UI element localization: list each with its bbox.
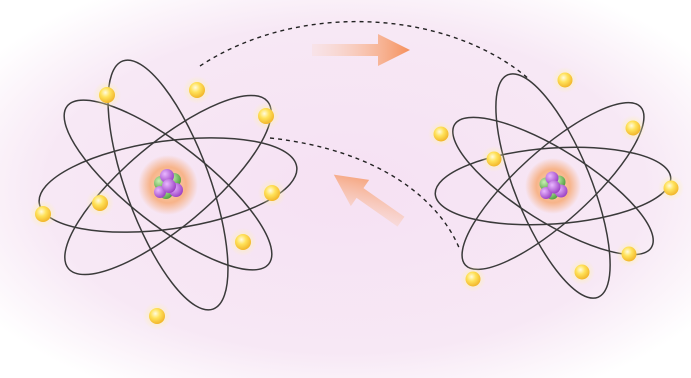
- electron-icon: [86, 189, 114, 217]
- electron-icon: [428, 121, 454, 147]
- electron-icon: [252, 102, 280, 130]
- left-electrons: [29, 76, 286, 330]
- electron-icon: [658, 175, 684, 201]
- electron-icon: [620, 115, 646, 141]
- atom-icon: [434, 73, 672, 299]
- arrow-up-left-icon: [333, 174, 405, 227]
- nucleus-icon: [138, 155, 198, 215]
- electron-icon: [143, 302, 171, 330]
- right-electrons: [428, 67, 684, 292]
- nucleus-icon: [525, 158, 581, 214]
- orbits: [38, 59, 298, 311]
- electron-icon: [569, 259, 595, 285]
- electron-icon: [460, 266, 486, 292]
- electron-icon: [481, 146, 507, 172]
- dashed-path-bottom: [269, 137, 461, 251]
- orbits: [434, 73, 672, 299]
- electron-icon: [93, 81, 121, 109]
- electron-icon: [183, 76, 211, 104]
- electron-icon: [229, 228, 257, 256]
- arrow-right-icon: [312, 34, 410, 66]
- electron-icon: [258, 179, 286, 207]
- electron-icon: [552, 67, 578, 93]
- atom-icon: [38, 59, 298, 311]
- electron-icon: [616, 241, 642, 267]
- electron-icon: [29, 200, 57, 228]
